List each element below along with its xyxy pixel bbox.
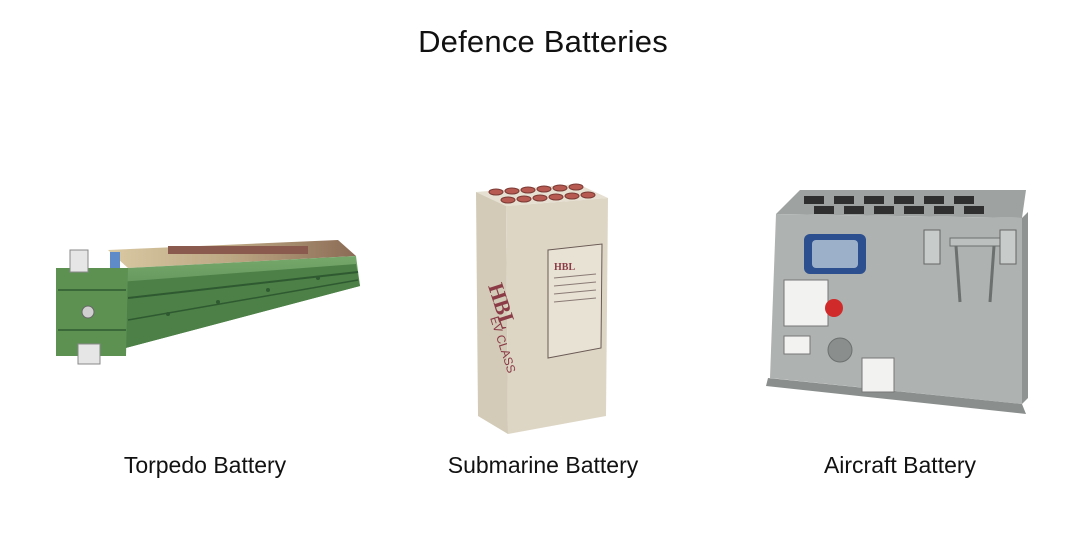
torpedo-battery-caption: Torpedo Battery xyxy=(123,452,287,478)
aircraft-battery-icon xyxy=(766,190,1028,414)
submarine-battery-icon: HBL HBL EV CLASS xyxy=(476,183,608,434)
torpedo-battery-image xyxy=(48,228,368,378)
page-title: Defence Batteries xyxy=(418,24,668,59)
submarine-battery-image: HBL HBL EV CLASS xyxy=(468,178,618,440)
torpedo-battery-icon xyxy=(56,240,360,365)
label-brand: HBL xyxy=(554,262,575,273)
submarine-battery-caption: Submarine Battery xyxy=(447,452,639,478)
aircraft-battery-caption: Aircraft Battery xyxy=(823,452,977,478)
aircraft-battery-image xyxy=(764,182,1034,434)
